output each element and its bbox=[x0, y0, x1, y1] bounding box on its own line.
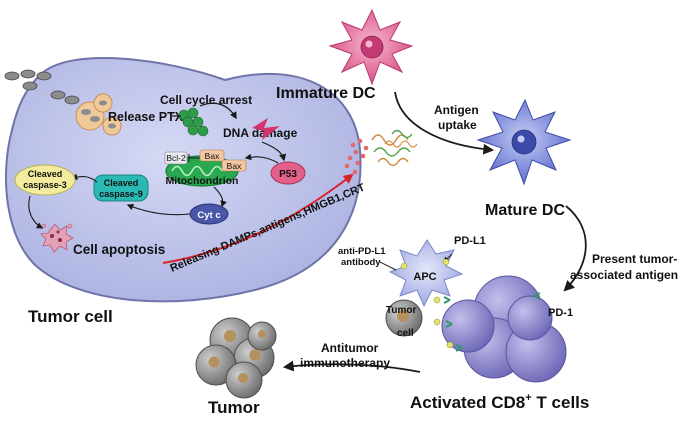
dna-damage-icon bbox=[252, 118, 280, 140]
arrow-dna-to-p53 bbox=[261, 141, 287, 162]
arrow-mito-to-cytc bbox=[213, 186, 227, 208]
tumor-label: Tumor bbox=[208, 398, 260, 417]
arrow-casp3-to-apoptosis bbox=[28, 195, 44, 229]
caspase3-label-1: Cleaved bbox=[28, 169, 63, 179]
cytc-label: Cyt c bbox=[197, 210, 220, 221]
caspase9-label-2: caspase-9 bbox=[99, 189, 143, 199]
arrow-cytc-to-casp9 bbox=[126, 203, 191, 216]
bax-label-2: Bax bbox=[227, 161, 242, 171]
activated-cd8-sup: + bbox=[525, 392, 531, 404]
caspase3-node bbox=[14, 164, 76, 196]
arrest-curve-arrow bbox=[199, 102, 237, 120]
microtubule-cluster bbox=[178, 107, 209, 137]
small-tumor-cell bbox=[385, 299, 423, 337]
pd-l1-label: PD-L1 bbox=[454, 235, 486, 247]
tumor-small-label-1: Tumor bbox=[386, 305, 416, 316]
tumor-small-label-2: cell bbox=[397, 328, 414, 339]
caspase9-label-1: Cleaved bbox=[104, 178, 139, 188]
activated-cd8-label: Activated CD8+ T cells bbox=[410, 392, 589, 412]
cell-apoptosis-label: Cell apoptosis bbox=[73, 242, 165, 257]
mitochondrion-label: Mitochondrion bbox=[166, 175, 239, 187]
present-antigen-label-2: associated antigen bbox=[570, 268, 678, 282]
anti-pdl1-label-2: antibody bbox=[341, 257, 381, 268]
apc-label: APC bbox=[413, 271, 436, 283]
receptor-markers bbox=[400, 258, 541, 352]
arrow-mature-to-tcells bbox=[563, 205, 587, 292]
arrow-immature-to-mature bbox=[394, 91, 495, 155]
bax-label-1: Bax bbox=[205, 151, 220, 161]
caspase3-label-2: caspase-3 bbox=[23, 180, 67, 190]
antigen-cluster bbox=[344, 129, 418, 175]
anti-pdl1-pointer bbox=[379, 261, 397, 271]
caspase9-node bbox=[93, 174, 149, 202]
p53-node bbox=[270, 161, 306, 185]
tumor-mass bbox=[195, 317, 277, 399]
activated-cd8-prefix: Activated CD8 bbox=[410, 393, 525, 412]
antigen-uptake-label-2: uptake bbox=[438, 118, 477, 132]
arrow-tcells-to-tumor bbox=[282, 360, 421, 373]
p53-label: P53 bbox=[279, 169, 297, 180]
activated-cd8-suffix: T cells bbox=[532, 393, 590, 412]
antitumor-label-2: immunotherapy bbox=[300, 356, 390, 370]
mature-dc-cell bbox=[476, 98, 572, 186]
ptx-particles bbox=[4, 69, 80, 105]
anti-pdl1-label-1: anti-PD-L1 bbox=[338, 246, 386, 257]
cell-cycle-arrest-label: Cell cycle arrest bbox=[160, 93, 252, 107]
bax-node-1 bbox=[199, 149, 225, 162]
mature-dc-label: Mature DC bbox=[485, 202, 565, 219]
bax-node-2 bbox=[221, 159, 247, 172]
t-cell-cluster bbox=[441, 275, 567, 383]
antigen-uptake-label-1: Antigen bbox=[434, 103, 479, 117]
tumor-cell-label: Tumor cell bbox=[28, 307, 113, 326]
dna-damage-label: DNA damage bbox=[223, 126, 298, 140]
present-antigen-label-1: Present tumor- bbox=[592, 252, 677, 266]
immature-dc-cell bbox=[328, 8, 414, 86]
endosome bbox=[75, 93, 122, 136]
pd-1-label: PD-1 bbox=[548, 307, 573, 319]
immature-dc-label: Immature DC bbox=[276, 85, 376, 102]
bcl2-node bbox=[164, 151, 188, 165]
release-ptx-label: Release PTX bbox=[108, 110, 184, 124]
apoptotic-cell-icon bbox=[40, 223, 74, 253]
arrow-p53-to-bax bbox=[244, 153, 279, 164]
bcl2-label: Bcl-2 bbox=[166, 153, 186, 163]
releasing-damps-arrow bbox=[162, 173, 354, 264]
antitumor-label-1: Antitumor bbox=[321, 341, 379, 355]
